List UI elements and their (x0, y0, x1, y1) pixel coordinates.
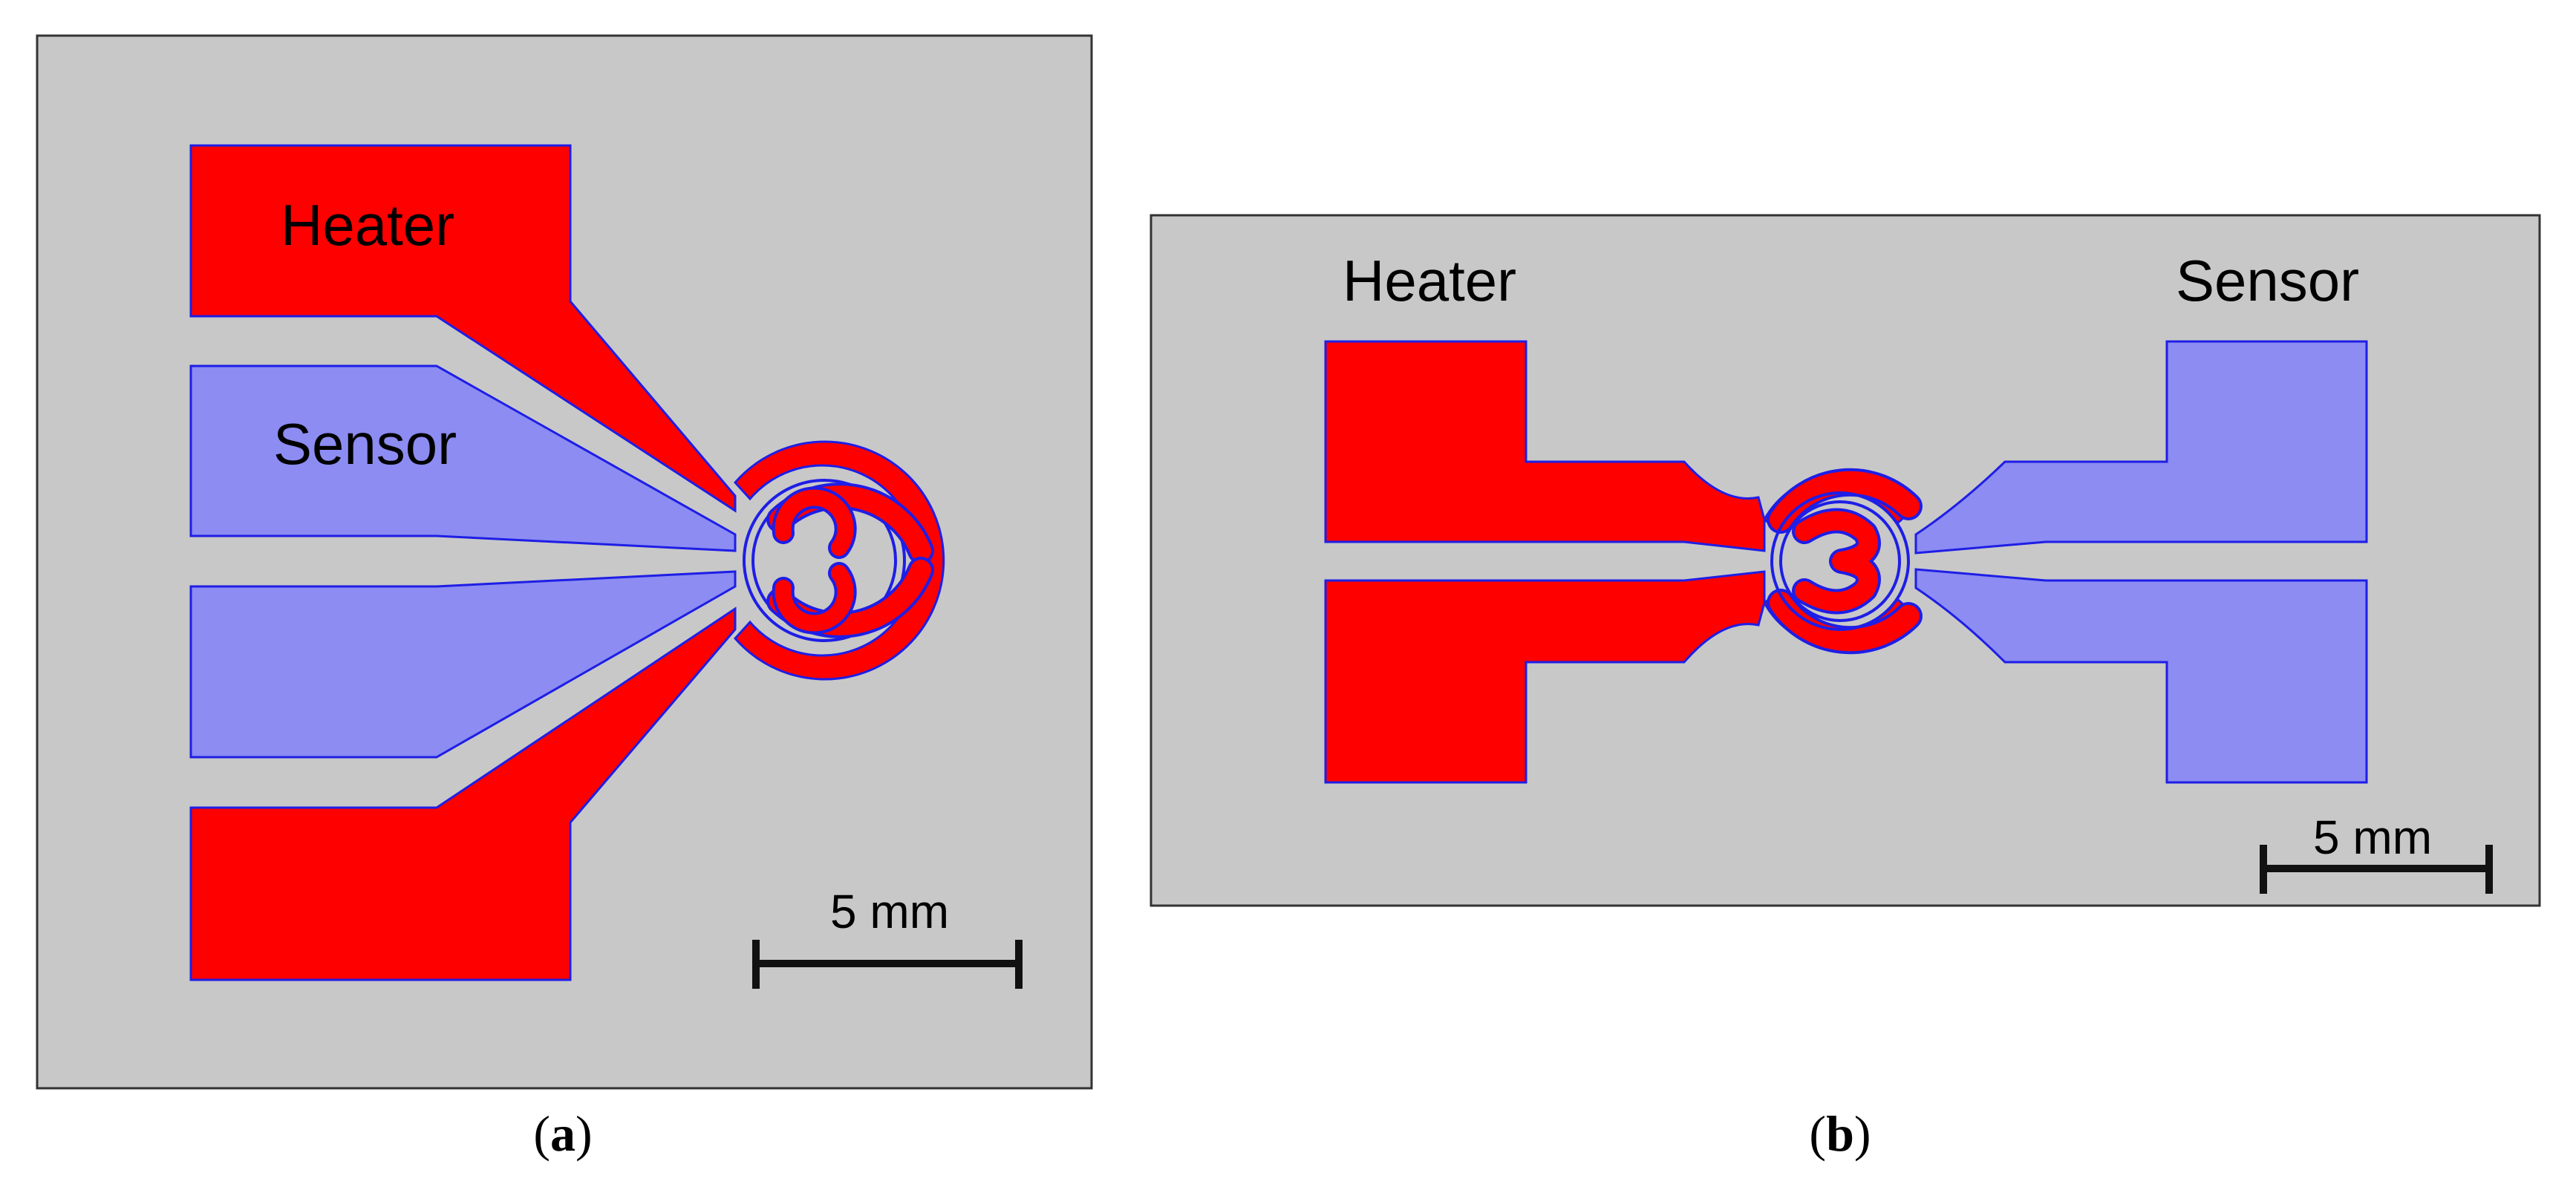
panel-b-heater-element (1763, 468, 1923, 655)
panel-a-scale-label: 5 mm (830, 885, 949, 938)
panel-b-sensor-pad-top (1914, 340, 2368, 555)
panel-a: Heater Sensor 5 mm (a) (36, 34, 1093, 1162)
panel-b-sensor-trace-inner (1779, 500, 1901, 622)
panel-b-heater-label: Heater (1343, 248, 1516, 313)
panel-a-heater-label: Heater (281, 192, 454, 258)
panel-b-heater-arc-top-fill (1770, 471, 1920, 531)
panel-b-sensor-label: Sensor (2176, 248, 2359, 313)
panel-b-sensor-pad-bottom (1914, 568, 2368, 784)
panel-a-heater-element (733, 440, 945, 681)
panel-b-heater-pad-bottom (1324, 570, 1766, 784)
panel-b: Heater Sensor 5 mm (b) (1150, 214, 2541, 1162)
panel-a-heater-hook-lower-fill (775, 565, 854, 632)
panel-a-heater-ring (733, 440, 945, 681)
panel-a-sensor-trace-outer (743, 479, 906, 642)
panel-a-sensor-label: Sensor (273, 411, 457, 477)
panel-b-scale-bar (2260, 845, 2493, 894)
panel-a-heater-pad-bottom (189, 606, 737, 981)
panel-a-sensor-pad-top (189, 364, 737, 552)
panel-b-sensor-trace-outer (1770, 491, 1910, 631)
panel-b-heater-pad-top (1324, 340, 1766, 552)
panel-a-heater-pad-top (189, 144, 737, 513)
panel-b-caption: (b) (1809, 1105, 1871, 1162)
panel-a-caption: (a) (533, 1105, 592, 1162)
panel-b-heater-arc-bottom-fill (1770, 592, 1920, 652)
panel-a-heater-hook-upper-fill (775, 489, 854, 556)
panel-b-heater-meander-fill (1795, 511, 1878, 612)
panel-b-scale-label: 5 mm (2313, 811, 2432, 864)
panel-a-sensor-pad-bottom (189, 570, 737, 759)
panel-a-scale-bar (752, 940, 1023, 989)
